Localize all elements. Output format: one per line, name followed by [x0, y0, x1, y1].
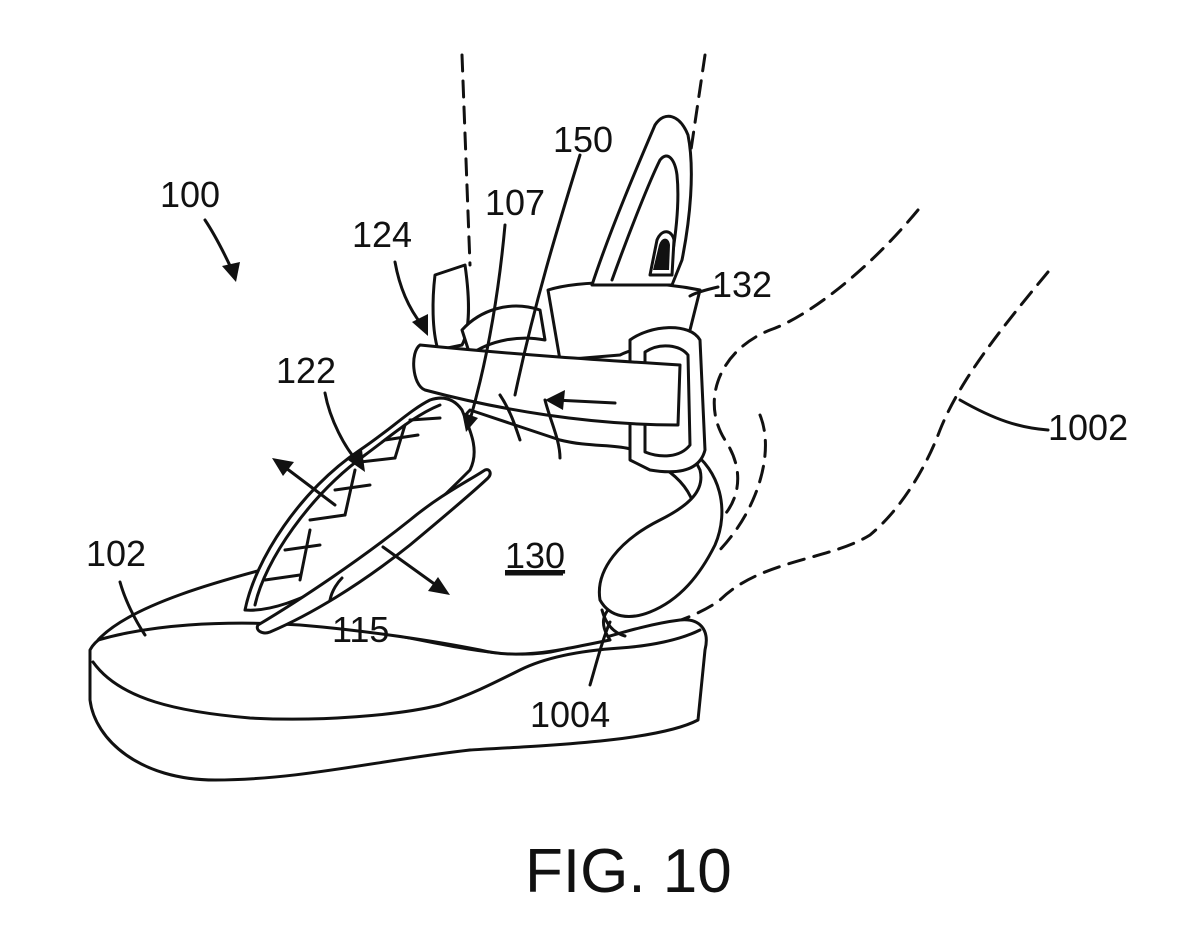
heel-counter [597, 448, 724, 638]
label-130: 130 [505, 535, 565, 576]
label-150: 150 [553, 119, 613, 160]
label-102: 102 [86, 533, 146, 574]
wearer-leg-outline [460, 53, 1050, 637]
figure-label: FIG. 10 [525, 837, 732, 906]
tongue-lace-region [243, 396, 476, 612]
expansion-arrows [272, 458, 450, 595]
reference-labels: 100 124 107 150 132 122 1002 102 130 115… [86, 119, 1128, 735]
tightening-arrow [545, 390, 617, 410]
label-122: 122 [276, 350, 336, 391]
label-107: 107 [485, 182, 545, 223]
shoe-sole [88, 616, 708, 782]
label-1002: 1002 [1048, 407, 1128, 448]
collar-tab [431, 263, 547, 357]
label-115: 115 [332, 609, 389, 650]
label-132: 132 [712, 264, 772, 305]
label-100: 100 [160, 174, 220, 215]
leader-lines [118, 153, 1050, 687]
label-124: 124 [352, 214, 412, 255]
label-1004: 1004 [530, 694, 610, 735]
lace-slot-strip [255, 468, 492, 635]
ankle-strap [412, 343, 682, 460]
